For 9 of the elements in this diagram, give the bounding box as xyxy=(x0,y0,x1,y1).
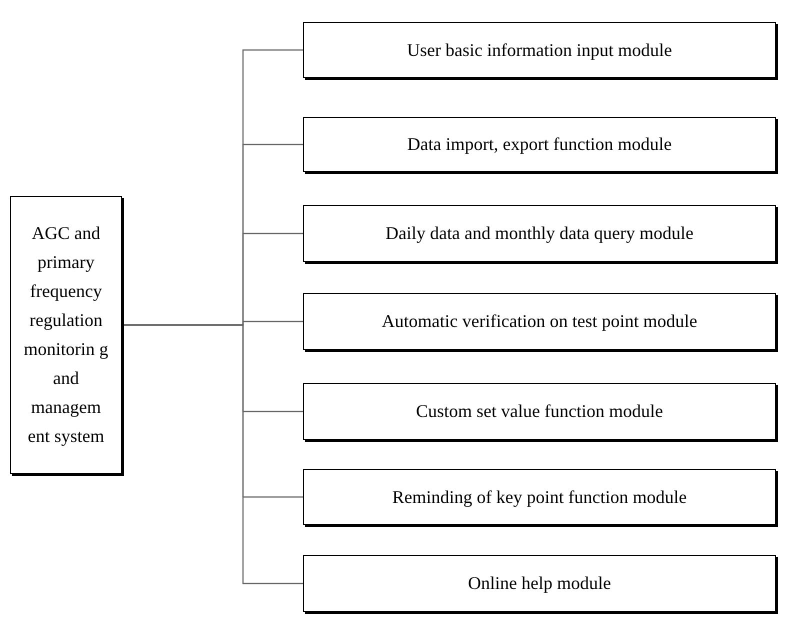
module-box: Online help module xyxy=(303,555,776,612)
connector-line xyxy=(122,324,303,584)
module-box: Custom set value function module xyxy=(303,383,776,440)
module-box: Reminding of key point function module xyxy=(303,469,776,525)
module-box: User basic information input module xyxy=(303,22,776,78)
module-box: Automatic verification on test point module xyxy=(303,293,776,350)
system-box: AGC and primary frequency regulation monitorin g and managem ent system xyxy=(10,196,122,474)
module-box: Data import, export function module xyxy=(303,117,776,172)
module-box: Daily data and monthly data query module xyxy=(303,205,776,262)
